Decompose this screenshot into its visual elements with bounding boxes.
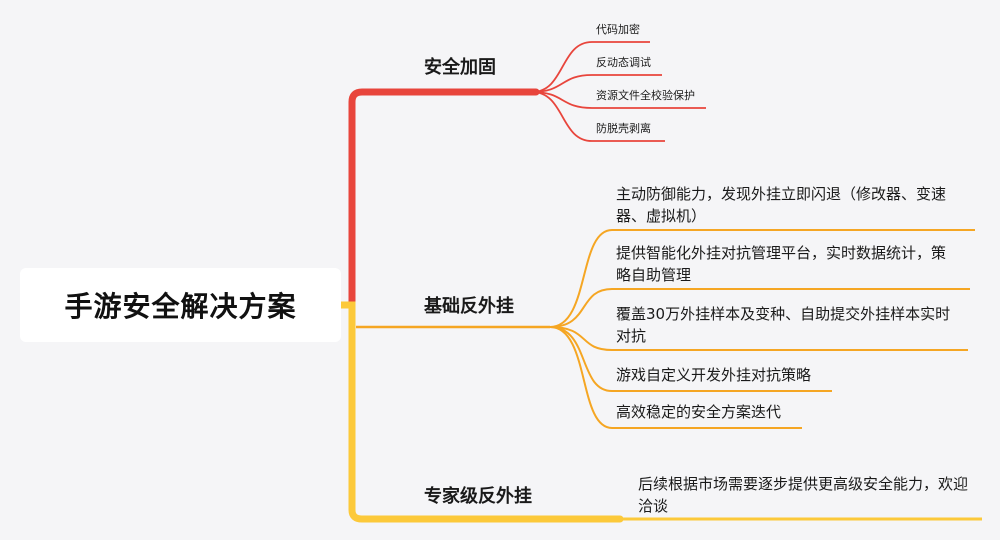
root-node[interactable]: 手游安全解决方案 [20,268,341,342]
leaf-connector-1-1 [531,41,650,93]
leaf-1-3[interactable]: 资源文件全校验保护 [596,89,695,102]
leaf-2-1[interactable]: 主动防御能力，发现外挂立即闪退（修改器、变速器、虚拟机） [616,185,947,225]
leaf-2-3[interactable]: 覆盖30万外挂样本及变种、自助提交外挂样本实时对抗 [616,305,951,345]
leaf-connector-2-5 [549,326,802,429]
leaf-2-2[interactable]: 提供智能化外挂对抗管理平台，实时数据统计，策略自助管理 [616,244,947,284]
leaf-2-4[interactable]: 游戏自定义开发外挂对抗策略 [616,366,812,384]
leaf-connector-1-3 [531,91,706,109]
leaf-connector-2-3 [549,326,968,351]
leaf-connector-1-4 [531,91,665,142]
trunk-lower-connector [336,301,624,523]
leaf-connector-2-2 [549,288,970,328]
leaf-connector-1-2 [531,74,662,93]
leaf-connector-2-1 [549,229,975,328]
leaf-2-5[interactable]: 高效稳定的安全方案迭代 [616,403,782,421]
branch-security-hardening[interactable]: 安全加固 [424,57,496,78]
leaf-connector-2-4 [549,326,832,392]
branch-expert-anti-cheat[interactable]: 专家级反外挂 [424,486,532,507]
leaf-3-1[interactable]: 后续根据市场需要逐步提供更高级安全能力，欢迎洽谈 [638,475,969,515]
leaf-1-1[interactable]: 代码加密 [596,23,640,36]
leaf-1-2[interactable]: 反动态调试 [596,56,651,69]
leaf-1-4[interactable]: 防脱壳剥离 [596,122,651,135]
trunk-upper-connector [348,88,540,309]
branch-basic-anti-cheat[interactable]: 基础反外挂 [424,296,514,317]
